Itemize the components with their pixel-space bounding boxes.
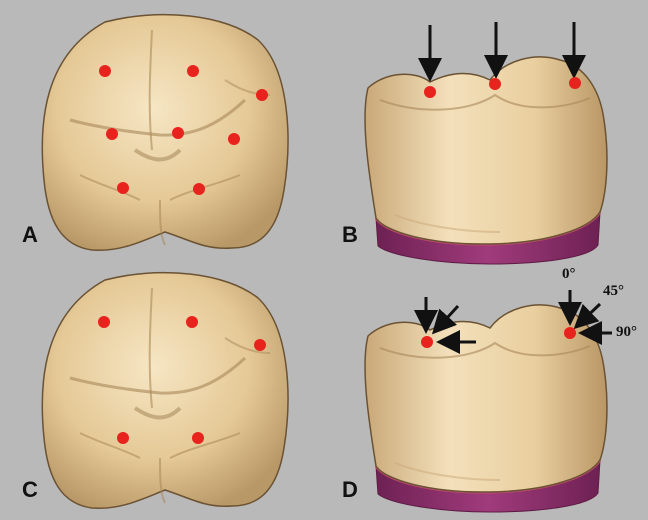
load-point	[106, 128, 118, 140]
load-point	[228, 133, 240, 145]
load-point	[421, 336, 433, 348]
load-point	[99, 65, 111, 77]
load-point	[117, 432, 129, 444]
load-point	[564, 327, 576, 339]
panel-label-c: C	[22, 477, 38, 503]
load-point	[98, 316, 110, 328]
panel-label-d: D	[342, 477, 358, 503]
load-point	[193, 183, 205, 195]
load-point	[569, 77, 581, 89]
load-point	[172, 127, 184, 139]
panel-c-tooth	[42, 273, 288, 509]
angle-label-45: 45°	[603, 283, 624, 300]
load-arrow	[578, 304, 600, 325]
load-point	[489, 78, 501, 90]
panel-label-b: B	[342, 222, 358, 248]
angle-label-90: 90°	[616, 324, 637, 341]
panel-label-a: A	[22, 222, 38, 248]
load-point	[254, 339, 266, 351]
load-point	[256, 89, 268, 101]
load-point	[186, 316, 198, 328]
panel-a-tooth	[42, 15, 288, 251]
load-point	[117, 182, 129, 194]
angle-label-0: 0°	[562, 266, 576, 283]
load-point	[187, 65, 199, 77]
panel-b-tooth	[365, 57, 607, 264]
load-point	[424, 86, 436, 98]
load-point	[192, 432, 204, 444]
